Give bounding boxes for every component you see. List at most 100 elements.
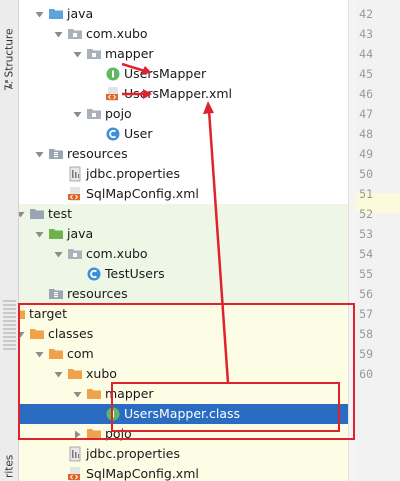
chevron-down-icon[interactable] [72,384,82,404]
chevron-down-icon[interactable] [72,104,82,124]
tree-row[interactable]: mapper [19,384,348,404]
source-folder-icon [48,6,64,22]
tree-item-label: TestUsers [105,266,165,281]
favorites-tab-label: rites [3,454,16,479]
caret-line-highlight [356,193,400,213]
tree-item-label: com [67,346,94,361]
line-number: 55 [359,267,373,281]
tree-row[interactable]: classes [19,324,348,344]
properties-file-icon [67,166,83,182]
line-number: 52 [359,207,373,221]
tree-item-label: resources [67,286,128,301]
line-number: 46 [359,87,373,101]
interface-icon [105,406,121,422]
chevron-down-icon[interactable] [53,244,63,264]
tree-item-label: jdbc.properties [86,446,180,461]
tree-row[interactable]: User [19,124,348,144]
tree-row[interactable]: jdbc.properties [19,164,348,184]
line-number: 56 [359,287,373,301]
tree-item-label: pojo [105,426,132,441]
line-number: 53 [359,227,373,241]
tree-row[interactable]: test [19,204,348,224]
tree-item-label: classes [48,326,94,341]
excluded-folder-icon [19,306,26,322]
chevron-down-icon[interactable] [53,24,63,44]
tree-item-label: SqlMapConfig.xml [86,186,199,201]
tree-item-label: UsersMapper.class [124,406,241,421]
tree-row[interactable]: UsersMapper.xml [19,84,348,104]
tree-row[interactable]: com.xubo [19,24,348,44]
tree-item-label: test [48,206,73,221]
xml-file-icon [67,466,83,481]
tree-row[interactable]: com.xubo [19,244,348,264]
tree-row[interactable]: SqlMapConfig.xml [19,184,348,204]
structure-icon [5,80,12,87]
line-number: 42 [359,7,373,21]
class-icon [86,266,102,282]
chevron-down-icon[interactable] [34,144,44,164]
tree-item-label: java [67,6,94,21]
line-number: 47 [359,107,373,121]
tree-row[interactable]: pojo [19,424,348,444]
excluded-folder-icon [86,426,102,442]
chevron-down-icon[interactable] [19,204,25,224]
tool-window-stripe-marker [3,300,16,350]
line-number: 48 [359,127,373,141]
line-number: 54 [359,247,373,261]
tree-row[interactable]: UsersMapper [19,64,348,84]
line-number: 49 [359,147,373,161]
chevron-right-icon[interactable] [72,424,82,444]
tree-row[interactable]: mapper [19,44,348,64]
chevron-down-icon[interactable] [34,224,44,244]
tree-item-label: jdbc.properties [86,166,180,181]
left-tool-window-strip: 7: Structure rites [0,0,19,481]
package-icon [86,46,102,62]
class-icon [105,126,121,142]
tree-item-label: UsersMapper [124,66,207,81]
tree-row[interactable]: java [19,4,348,24]
tree-row[interactable]: pojo [19,104,348,124]
tree-item-label: resources [67,146,128,161]
chevron-down-icon[interactable] [34,4,44,24]
excluded-folder-icon [48,346,64,362]
line-number: 43 [359,27,373,41]
vertical-scrollbar[interactable] [348,0,356,481]
test-resources-folder-icon [48,286,64,302]
tree-row[interactable]: java [19,224,348,244]
tree-row[interactable]: com [19,344,348,364]
package-icon [67,26,83,42]
chevron-down-icon[interactable] [19,324,25,344]
line-number: 60 [359,367,373,381]
tree-row[interactable]: xubo [19,364,348,384]
chevron-down-icon[interactable] [53,364,63,384]
chevron-down-icon[interactable] [72,44,82,64]
chevron-down-icon[interactable] [34,344,44,364]
interface-icon [105,66,121,82]
tree-item-label: com.xubo [86,26,148,41]
tree-row[interactable]: target [19,304,348,324]
tree-item-label: java [67,226,94,241]
tree-row[interactable]: resources [19,144,348,164]
folder-icon [29,206,45,222]
test-source-folder-icon [48,226,64,242]
tree-row[interactable]: resources [19,284,348,304]
line-number: 59 [359,347,373,361]
line-number: 45 [359,67,373,81]
tree-row[interactable]: UsersMapper.class [19,404,348,424]
tree-row[interactable]: jdbc.properties [19,444,348,464]
excluded-folder-icon [67,366,83,382]
tree-row[interactable]: SqlMapConfig.xml [19,464,348,481]
excluded-folder-icon [29,326,45,342]
tree-item-label: target [29,306,68,321]
xml-file-icon [105,86,121,102]
properties-file-icon [67,446,83,462]
tree-item-label: xubo [86,366,117,381]
tree-row[interactable]: TestUsers [19,264,348,284]
favorites-tool-tab[interactable]: rites [2,452,17,481]
xml-file-icon [67,186,83,202]
package-icon [67,246,83,262]
line-number: 57 [359,307,373,321]
tree-item-label: SqlMapConfig.xml [86,466,199,481]
